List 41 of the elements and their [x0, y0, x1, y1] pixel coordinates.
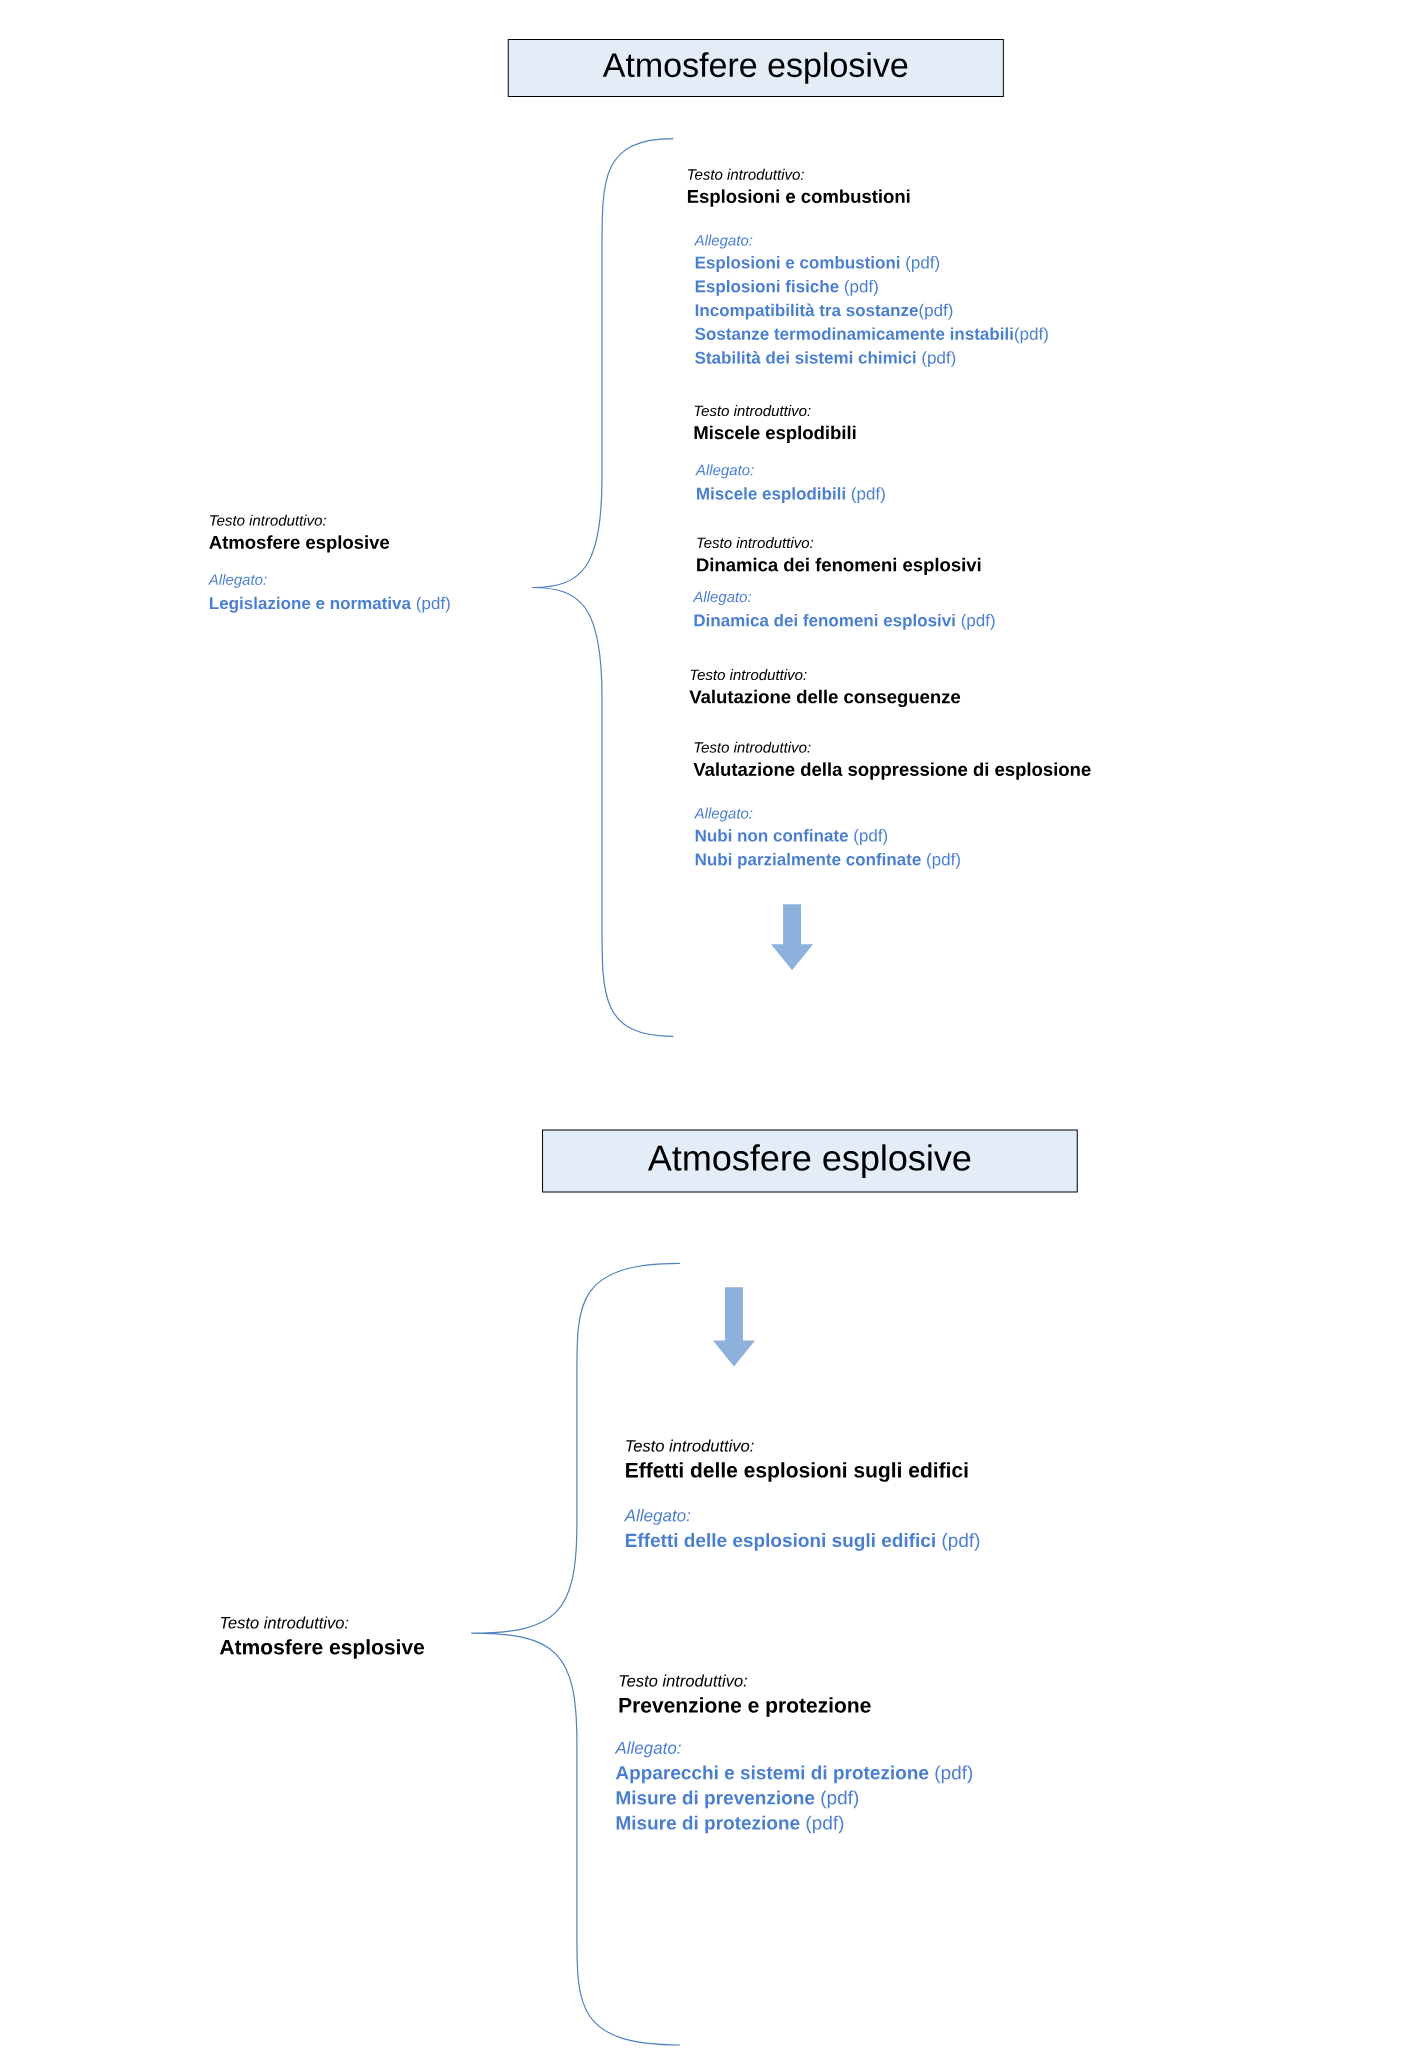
- intro-label: Testo introduttivo:: [694, 741, 811, 753]
- intro-label: Testo introduttivo:: [688, 168, 804, 180]
- document-link: Sostanze termodinamicamente instabili(pdf): [695, 327, 1048, 344]
- intro-label: Testo introduttivo:: [220, 1616, 349, 1629]
- intro-label: Testo introduttivo:: [690, 669, 807, 681]
- attachment-label: Allegato:: [614, 1741, 681, 1758]
- document-link: Nubi non confinate (pdf): [695, 829, 888, 845]
- attachment-label: Allegato:: [208, 573, 267, 588]
- attachment-label: Allegato:: [692, 591, 752, 606]
- section-heading: Esplosioni e combustioni: [687, 189, 910, 207]
- intro-label: Testo introduttivo:: [210, 514, 327, 526]
- section-heading: Atmosfere esplosive: [209, 535, 390, 553]
- section-heading: Valutazione delle conseguenze: [689, 689, 961, 708]
- section-heading: Atmosfere esplosive: [219, 1639, 425, 1659]
- attachment-label: Allegato:: [693, 234, 753, 249]
- intro-label: Testo introduttivo:: [697, 537, 814, 549]
- document-link: Nubi parzialmente confinate (pdf): [695, 852, 960, 869]
- title-box: Atmosfere esplosive: [507, 39, 1004, 97]
- document-link: Apparecchi e sistemi di protezione (pdf): [615, 1765, 973, 1784]
- document-link: Esplosioni fisiche (pdf): [695, 279, 878, 296]
- attachment-label: Allegato:: [695, 464, 754, 479]
- section-heading: Effetti delle esplosioni sugli edifici: [626, 1462, 968, 1482]
- document-link: Esplosioni e combustioni (pdf): [695, 256, 940, 272]
- document-link: Misure di protezione (pdf): [616, 1815, 844, 1834]
- section-heading: Dinamica dei fenomeni esplosivi: [697, 557, 981, 576]
- section-heading: Valutazione della soppressione di esplosione: [693, 762, 1091, 780]
- document-link: Incompatibilità tra sostanze(pdf): [695, 303, 953, 320]
- document-link: Miscele esplodibili (pdf): [697, 487, 885, 504]
- section-heading: Miscele esplodibili: [694, 425, 856, 443]
- document-link: Misure di prevenzione (pdf): [616, 1790, 859, 1809]
- attachment-label: Allegato:: [623, 1509, 691, 1525]
- intro-label: Testo introduttivo:: [619, 1674, 748, 1687]
- title-box: Atmosfere esplosive: [542, 1129, 1078, 1193]
- intro-label: Testo introduttivo:: [694, 405, 811, 417]
- document-link: Effetti delle esplosioni sugli edifici (pdf): [625, 1533, 980, 1551]
- document-link: Legislazione e normativa (pdf): [209, 596, 450, 613]
- document-link: Stabilità dei sistemi chimici (pdf): [695, 351, 956, 368]
- intro-label: Testo introduttivo:: [626, 1439, 754, 1452]
- document-link: Dinamica dei fenomeni esplosivi (pdf): [694, 613, 995, 630]
- attachment-label: Allegato:: [693, 807, 753, 822]
- section-heading: Prevenzione e protezione: [619, 1697, 871, 1717]
